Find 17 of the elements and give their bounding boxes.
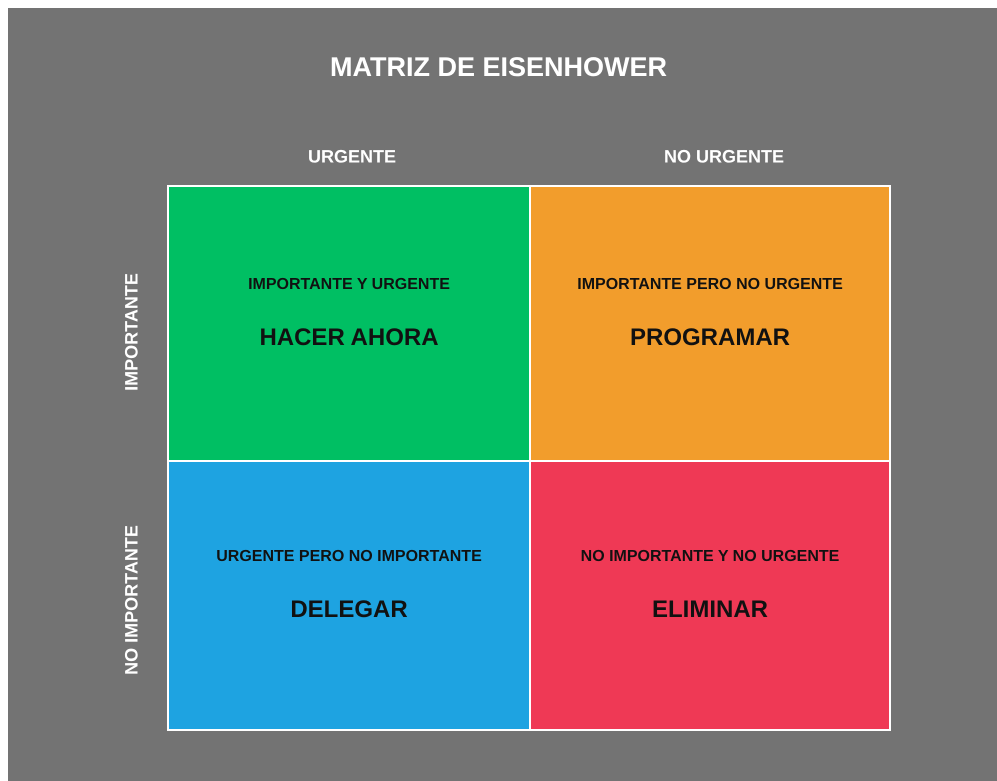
quadrant-subtitle: URGENTE PERO NO IMPORTANTE — [216, 548, 482, 566]
quadrant-subtitle: NO IMPORTANTE Y NO URGENTE — [580, 548, 840, 566]
quadrant-box — [529, 460, 891, 731]
quadrant-subtitle: IMPORTANTE PERO NO URGENTE — [577, 276, 843, 294]
quadrant-box — [167, 185, 531, 462]
quadrant-box — [167, 460, 531, 731]
quadrant-subtitle: IMPORTANTE Y URGENTE — [248, 276, 450, 294]
row-header: NO IMPORTANTE — [122, 525, 142, 675]
quadrant-action: PROGRAMAR — [630, 324, 790, 352]
column-header: NO URGENTE — [664, 146, 784, 168]
row-header: IMPORTANTE — [122, 273, 142, 391]
quadrant-box — [529, 185, 891, 462]
quadrant-action: DELEGAR — [290, 596, 408, 624]
column-header: URGENTE — [308, 146, 396, 168]
quadrant-action: HACER AHORA — [259, 324, 439, 352]
quadrant-action: ELIMINAR — [652, 596, 768, 624]
title: MATRIZ DE EISENHOWER — [329, 52, 668, 83]
